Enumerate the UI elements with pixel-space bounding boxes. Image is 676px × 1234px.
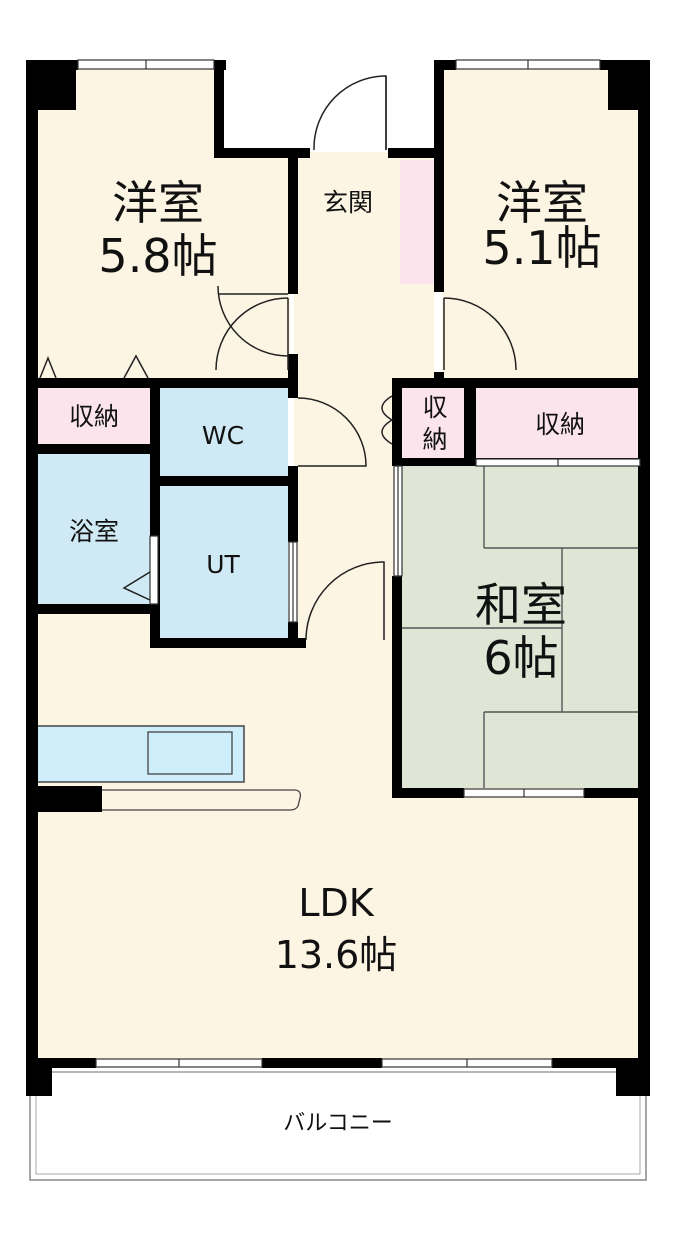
room-japanese-size: 6帖 (483, 631, 558, 685)
balcony-name: バルコニー (283, 1111, 393, 1136)
room-western-left-notch (222, 60, 290, 152)
floor-fills (29, 60, 647, 1181)
door-ldk (305, 561, 385, 641)
room-wc-floor (158, 384, 288, 476)
room-western-right-floor (442, 60, 640, 382)
tatami-lines (402, 466, 640, 788)
door-western-left (215, 297, 289, 371)
room-western-right-name: 洋室 (496, 176, 588, 230)
pillar-kitchen (30, 786, 102, 812)
sliding-door-bath (149, 535, 159, 605)
door-bath (122, 571, 151, 601)
room-ldk-name: LDK (298, 881, 374, 925)
kitchen-counter (35, 725, 245, 783)
room-japanese-floor (402, 466, 640, 788)
room-entrance-name: 玄関 (323, 188, 373, 217)
door-western-right (443, 297, 517, 371)
entrance-shoebox (400, 160, 434, 284)
storage-center-floor (400, 388, 468, 458)
balcony-inner-line (35, 1071, 641, 1175)
kitchen-bar-counter (99, 789, 302, 811)
walls (26, 60, 650, 1096)
doors (39, 75, 517, 641)
room-western-left-size: 5.8帖 (98, 229, 217, 283)
windows (77, 59, 641, 1068)
door-wc (297, 397, 367, 467)
door-storage-left (39, 354, 149, 379)
labels: 洋室 5.8帖 洋室 5.1帖 玄関 収納 収 納 収納 WC 浴室 UT 和室… (69, 176, 602, 1136)
room-bath-floor (36, 452, 150, 608)
storage-left-name: 収納 (69, 402, 119, 431)
room-western-left-name: 洋室 (112, 176, 204, 230)
room-utility-name: UT (206, 550, 240, 579)
kitchen-sink (147, 731, 233, 775)
storage-right-name: 収納 (535, 410, 585, 439)
door-storage-center (381, 395, 394, 445)
storage-center-line1: 収 (422, 393, 447, 422)
room-wc-name: WC (202, 421, 244, 450)
storage-right-floor (476, 388, 640, 460)
room-western-right-size: 5.1帖 (482, 221, 601, 275)
room-utility-floor (158, 486, 288, 640)
pillar-bottom-right (616, 1066, 650, 1096)
room-ldk-size: 13.6帖 (275, 933, 398, 977)
balcony-floor (29, 1071, 647, 1181)
room-bath-name: 浴室 (69, 517, 119, 546)
room-japanese-name: 和室 (475, 578, 567, 632)
storage-left-floor (36, 388, 150, 444)
kitchen (35, 725, 302, 811)
pillar-bottom-left (26, 1066, 52, 1096)
corridor-floor (294, 382, 398, 646)
door-front (313, 75, 387, 150)
storage-center-line2: 納 (422, 425, 447, 454)
